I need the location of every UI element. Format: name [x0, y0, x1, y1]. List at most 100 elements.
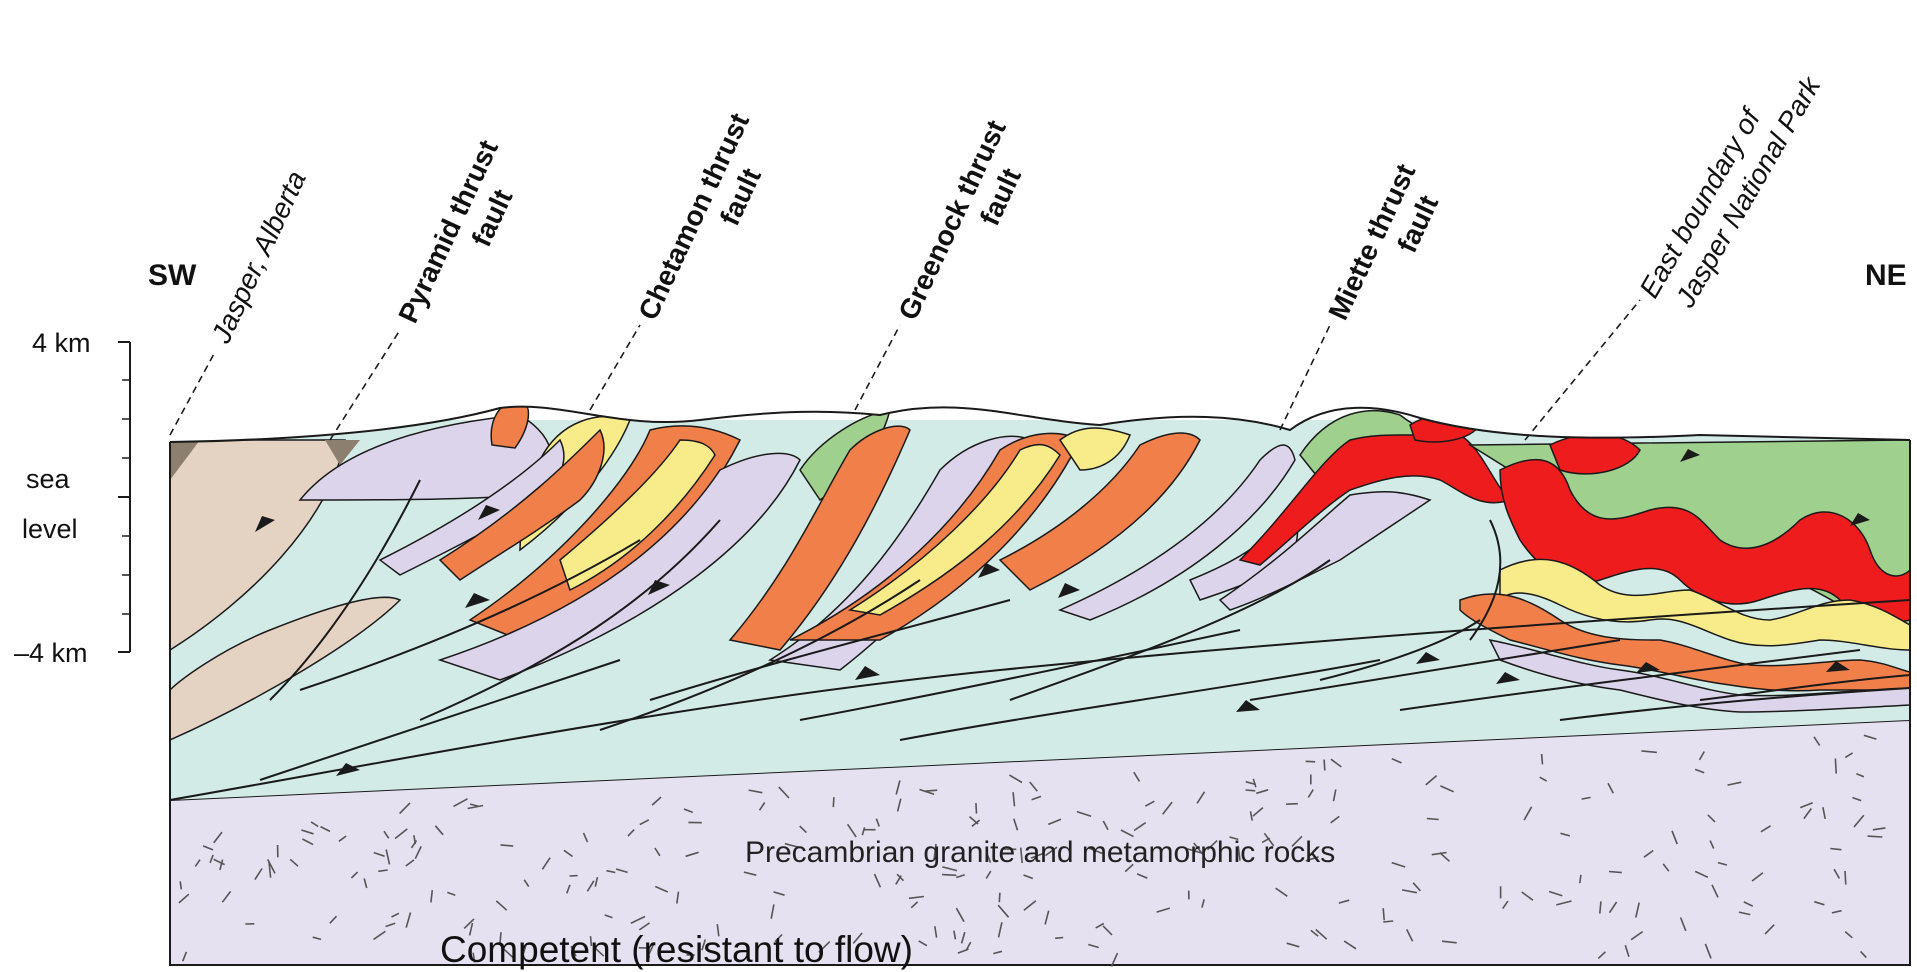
- yellow-band-greenock-2: [1058, 427, 1131, 471]
- basement-dash: [363, 878, 368, 889]
- basement-dash: [1245, 780, 1257, 786]
- basement-dash: [1013, 818, 1019, 831]
- orange-knob: [490, 406, 530, 449]
- basement-dash: [1694, 870, 1709, 879]
- basement-label: Precambrian granite and metamorphic rock…: [745, 836, 1335, 869]
- basement-dash: [399, 802, 411, 815]
- basement-dash: [1822, 807, 1826, 820]
- basement-dash: [181, 951, 188, 962]
- basement-dash: [472, 952, 476, 963]
- basement-dash: [1662, 863, 1670, 872]
- basement-dash: [1844, 870, 1847, 885]
- basement-dash: [1023, 874, 1034, 880]
- basement-dash: [1738, 911, 1751, 916]
- basement-dash: [499, 932, 502, 945]
- basement-dash: [997, 922, 1003, 938]
- basement-dash: [1425, 774, 1438, 786]
- basement-dash: [385, 849, 391, 865]
- basement-dash: [1548, 890, 1563, 897]
- basement-dash: [934, 926, 938, 938]
- basement-dash: [467, 804, 484, 810]
- orange-band-greenock-c: [998, 432, 1201, 591]
- basement-dash: [1338, 899, 1350, 904]
- basement-dash: [1110, 952, 1119, 967]
- basement-dash: [1156, 907, 1171, 913]
- basement-dash: [268, 861, 272, 878]
- basement-dash: [1095, 922, 1105, 929]
- basement-dash: [1844, 930, 1853, 939]
- basement-dash: [985, 870, 992, 879]
- thrust-traces: [170, 479, 1910, 801]
- basement-dash: [373, 851, 385, 857]
- basement-dash: [955, 907, 965, 923]
- basement-dash: [1120, 829, 1134, 838]
- basement-dash: [213, 858, 225, 866]
- basement-dash: [1263, 832, 1275, 847]
- basement-dash: [651, 796, 662, 806]
- basement-dash: [1305, 856, 1319, 862]
- basement-dash: [778, 786, 790, 799]
- basement-dash: [1442, 940, 1457, 944]
- basement-dash: [638, 922, 651, 931]
- basement-dash: [178, 893, 190, 904]
- basement-dash: [1307, 789, 1314, 798]
- basement-dash: [1630, 930, 1644, 941]
- basement-dash: [1853, 814, 1865, 828]
- basement-dash: [301, 829, 314, 835]
- basement-dash: [1030, 852, 1045, 859]
- basement-dash: [1727, 781, 1742, 786]
- basement-dash: [676, 891, 680, 904]
- basement-dash: [1023, 900, 1037, 911]
- basement-dash: [1031, 795, 1042, 801]
- basement-dash: [289, 858, 299, 867]
- section-frame: [169, 440, 1911, 965]
- basement-dash: [1704, 943, 1712, 959]
- basement-dash: [1286, 802, 1298, 805]
- orange-band-greenock-a: [728, 425, 911, 651]
- basement-dash: [1391, 861, 1406, 868]
- basement-dash: [957, 948, 969, 954]
- dark-brown-cap: [170, 440, 200, 480]
- basement-dash: [784, 842, 800, 849]
- basement-dash: [582, 832, 589, 843]
- basement-dash: [910, 901, 919, 909]
- basement-dash: [1045, 846, 1058, 857]
- basement-dash: [453, 798, 468, 808]
- basement-dash: [1412, 882, 1421, 892]
- basement-dash: [1426, 817, 1439, 821]
- slip-arrows: [255, 449, 1870, 776]
- label-leaders: [169, 299, 1641, 441]
- basement-dash: [875, 818, 880, 827]
- basement-dash: [495, 900, 508, 911]
- basement-dash: [589, 936, 593, 947]
- basement-dash: [861, 827, 866, 836]
- basement-dash: [586, 880, 595, 892]
- basement-dash: [1201, 899, 1205, 908]
- basement-dash: [799, 825, 807, 834]
- basement-dash: [1012, 792, 1016, 807]
- basement-dash: [1102, 925, 1113, 936]
- basement-dash: [773, 891, 785, 896]
- basement-texture: [178, 734, 1886, 967]
- basement-dash: [1076, 810, 1092, 818]
- basement-dash: [997, 904, 1010, 918]
- basement-dash: [1643, 849, 1654, 858]
- basement-dash: [971, 819, 981, 828]
- basement-dash: [1261, 837, 1271, 844]
- basement-dash: [630, 915, 646, 925]
- basement-dash: [391, 912, 400, 918]
- lavender-band-chetamon: [437, 452, 801, 681]
- basement-dash: [570, 945, 577, 957]
- basement-dash: [410, 840, 418, 849]
- basement-dash: [639, 819, 650, 826]
- basement-dash: [1607, 782, 1615, 794]
- basement-dash: [986, 853, 992, 863]
- basement-dash: [1813, 736, 1821, 747]
- lavender-band-greenock-2: [1057, 444, 1296, 621]
- basement-dash: [1860, 950, 1867, 959]
- basement-dash: [254, 868, 263, 881]
- basement-dash: [1405, 929, 1414, 942]
- yellow-band-greenock: [847, 443, 1061, 616]
- basement-dash: [743, 871, 757, 876]
